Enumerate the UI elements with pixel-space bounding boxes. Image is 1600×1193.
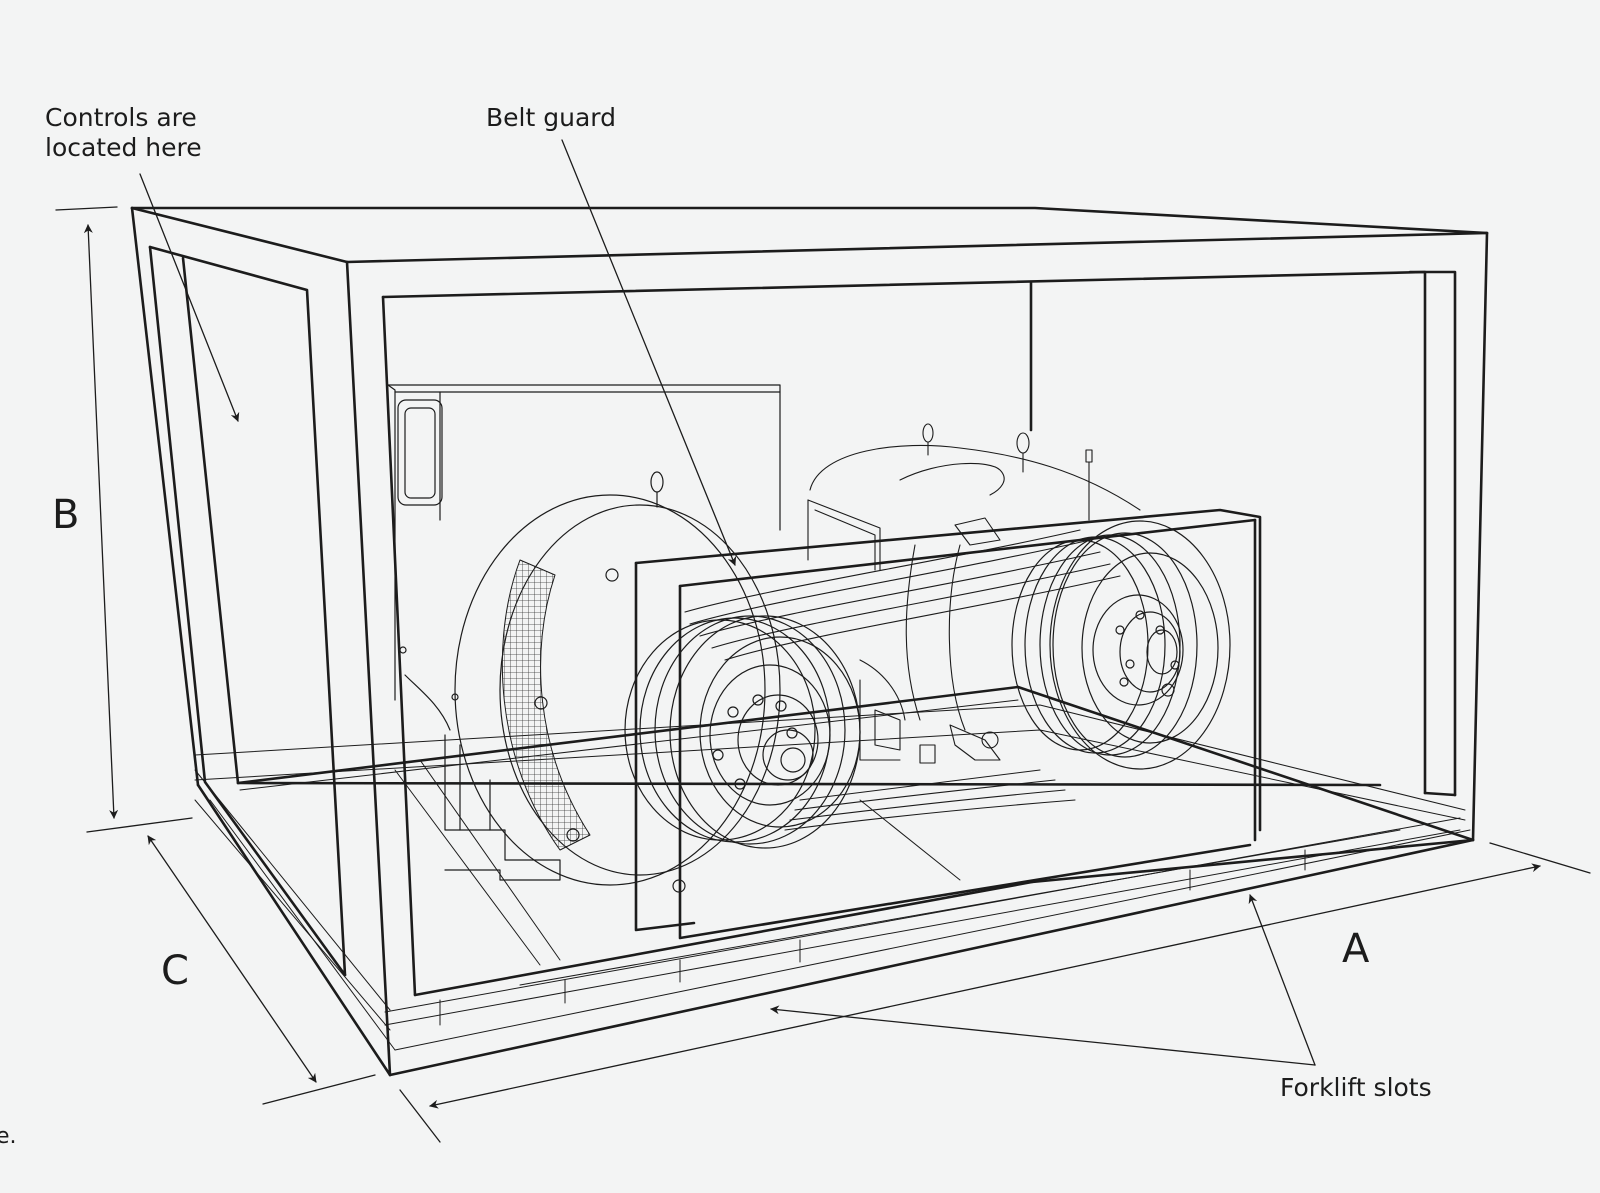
controls-label: Controls are located here [45,103,202,162]
forklift-slot-marks [440,850,1305,1025]
leader-controls [140,174,240,422]
drive-pulley-left [625,616,860,848]
dimension-a-label: A [1342,926,1370,972]
dimension-c [148,835,375,1104]
leader-forklift-slots [770,894,1315,1065]
dimension-a [400,843,1590,1142]
driven-pulley-right [1012,521,1230,769]
motor [808,424,1140,764]
controls-label-line2: located here [45,132,202,162]
dimension-b [56,207,192,832]
leader-belt-guard [562,140,737,566]
dimension-b-label: B [52,492,80,538]
belt-guard [636,510,1260,938]
forklift-slots-label: Forklift slots [1280,1073,1432,1102]
edge-text-fragment: e. [0,1124,17,1149]
belt-guard-label: Belt guard [486,103,616,132]
controls-label-line1: Controls are [45,103,197,132]
dimension-c-label: C [161,948,189,994]
enclosure-base-edge [210,700,1470,1050]
generator [388,385,780,892]
